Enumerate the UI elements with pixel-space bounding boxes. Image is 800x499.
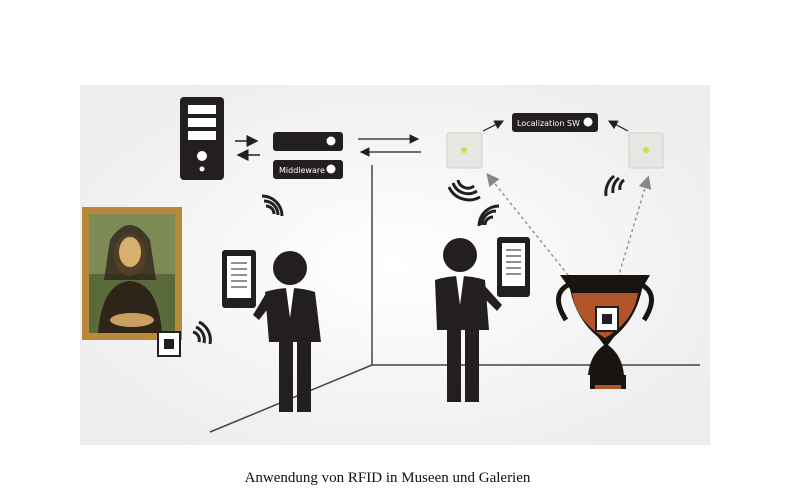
visitor-with-tablet-2: [435, 237, 530, 402]
rfid-reader-right: [628, 132, 664, 169]
rfid-tag-vase: [595, 306, 619, 332]
signal-icon-painting-tag: [192, 320, 212, 345]
middleware-box: Middleware: [273, 132, 343, 179]
signal-icons: [192, 174, 625, 345]
signal-icon-person1: [261, 194, 284, 217]
localization-sw-box: Localization SW: [512, 113, 598, 132]
signal-icon-person2: [477, 204, 500, 227]
figure-caption: Anwendung von RFID in Museen und Galerie…: [244, 470, 531, 486]
rfid-tag-painting: [157, 331, 181, 357]
signal-icon-reader-left: [447, 179, 481, 202]
visitor-with-tablet-1: [222, 250, 321, 412]
mona-lisa-painting: [82, 207, 182, 340]
server-middleware-arrows: [235, 135, 260, 161]
signal-icon-reader-right: [604, 174, 625, 197]
reader-localization-arrows: [482, 120, 629, 132]
server-icon: [180, 97, 224, 180]
middleware-reader-arrows: [358, 134, 421, 157]
tag-to-reader-dashed-arrows: [486, 172, 652, 281]
rfid-reader-left: [446, 132, 483, 169]
localization-label: Localization SW: [517, 119, 580, 128]
middleware-label: Middleware: [279, 166, 325, 175]
